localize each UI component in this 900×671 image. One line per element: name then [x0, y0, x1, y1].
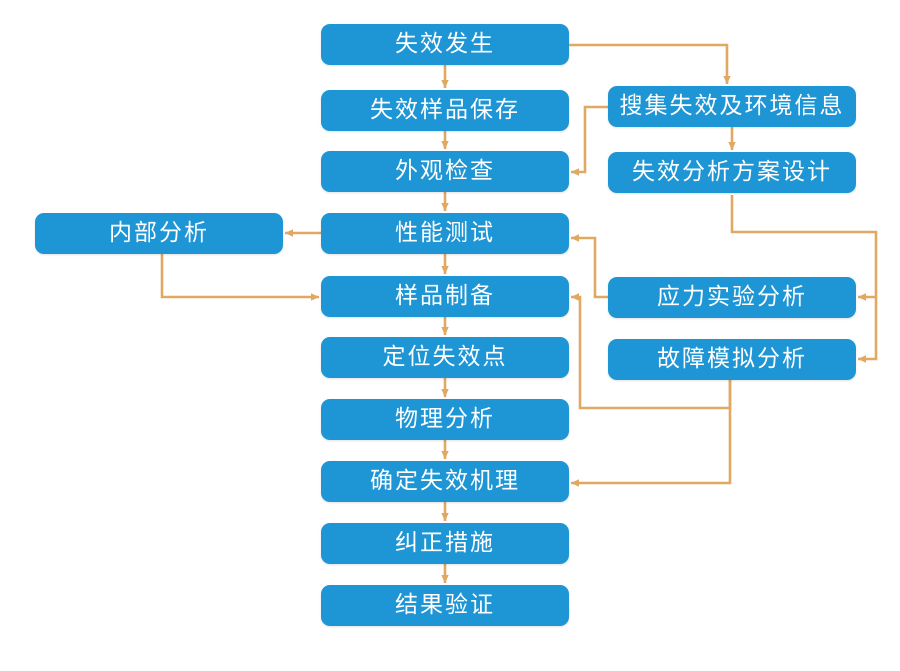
- node-corrective-action[interactable]: 纠正措施: [321, 523, 569, 564]
- node-result-verification[interactable]: 结果验证: [321, 585, 569, 626]
- connector-collect-to-appearance: [570, 105, 608, 176]
- node-label: 外观检查: [395, 157, 495, 183]
- connector-simulation-to-mechanism: [570, 380, 732, 487]
- node-internal-analysis[interactable]: 内部分析: [35, 213, 283, 254]
- node-label: 失效分析方案设计: [632, 158, 832, 184]
- node-physical-analysis[interactable]: 物理分析: [321, 399, 569, 440]
- node-label: 内部分析: [109, 219, 209, 245]
- node-locate-failure-point[interactable]: 定位失效点: [321, 337, 569, 378]
- node-label: 失效样品保存: [370, 96, 520, 122]
- node-stress-experiment[interactable]: 应力实验分析: [608, 277, 856, 318]
- node-label: 搜集失效及环境信息: [619, 92, 845, 118]
- node-failure-occurs[interactable]: 失效发生: [321, 24, 569, 65]
- node-label: 结果验证: [395, 591, 495, 617]
- connector-stress-to-perf: [570, 234, 608, 299]
- node-label: 故障模拟分析: [657, 345, 807, 371]
- node-sample-preservation[interactable]: 失效样品保存: [321, 90, 569, 131]
- connector-internal-to-prep: [160, 254, 320, 301]
- node-fault-simulation[interactable]: 故障模拟分析: [608, 339, 856, 380]
- node-label: 样品制备: [395, 282, 495, 308]
- node-determine-mechanism[interactable]: 确定失效机理: [321, 461, 569, 502]
- node-label: 失效发生: [395, 30, 495, 56]
- connector-right-bus-to-simulation: [857, 297, 878, 363]
- node-collect-failure-info[interactable]: 搜集失效及环境信息: [608, 86, 856, 127]
- node-label: 应力实验分析: [657, 283, 807, 309]
- node-label: 纠正措施: [395, 529, 495, 555]
- node-label: 定位失效点: [382, 343, 508, 369]
- node-sample-preparation[interactable]: 样品制备: [321, 276, 569, 317]
- node-label: 确定失效机理: [370, 467, 520, 493]
- connector-failure-to-collect: [569, 43, 731, 85]
- node-appearance-inspection[interactable]: 外观检查: [321, 151, 569, 192]
- node-analysis-plan-design[interactable]: 失效分析方案设计: [608, 152, 856, 193]
- node-performance-test[interactable]: 性能测试: [321, 213, 569, 254]
- node-label: 物理分析: [395, 405, 495, 431]
- node-label: 性能测试: [395, 219, 495, 245]
